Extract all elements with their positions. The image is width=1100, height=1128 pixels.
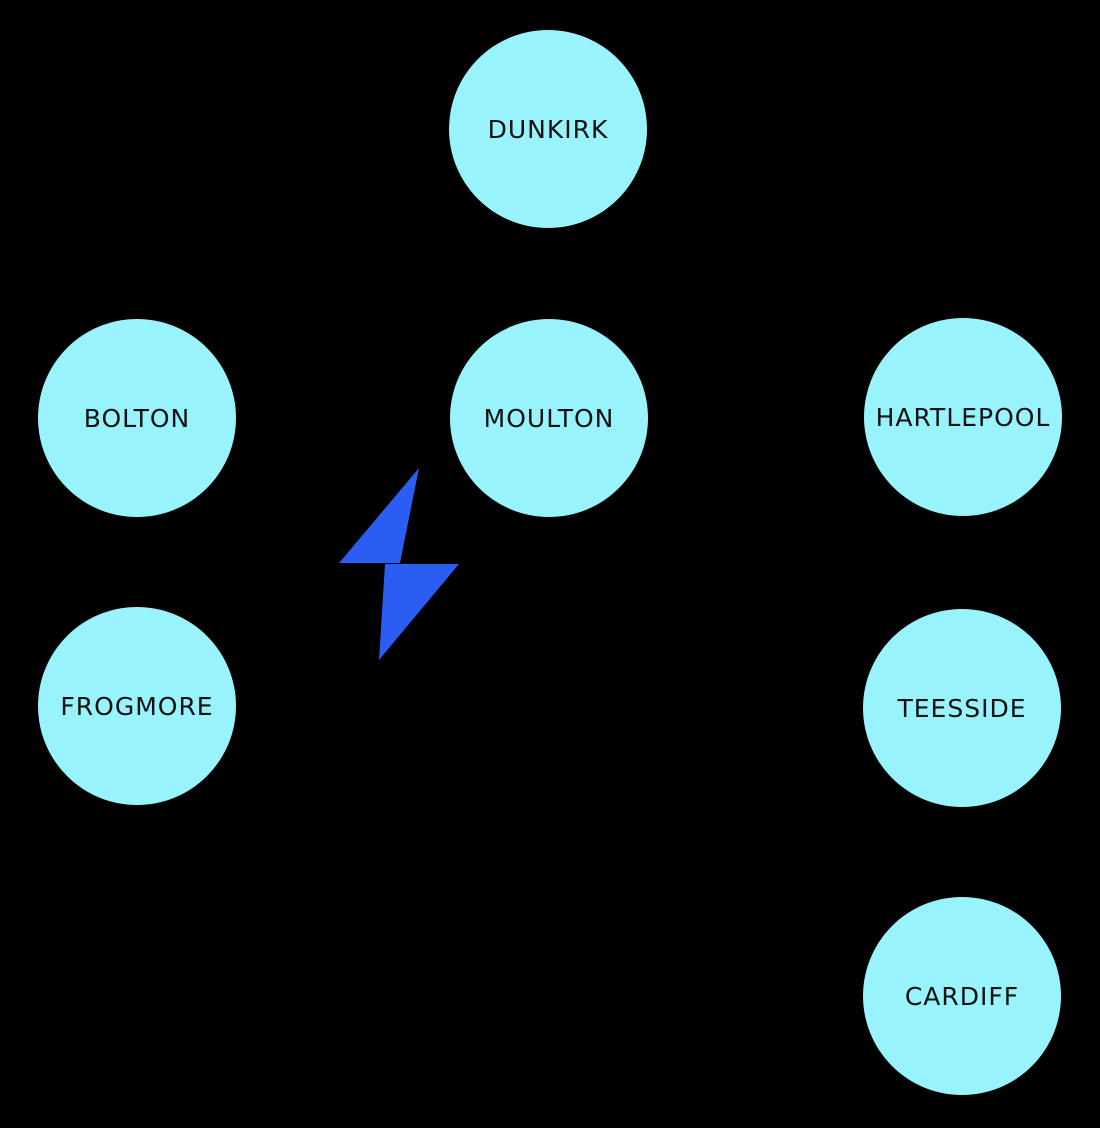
- node-label-bolton: BOLTON: [83, 403, 191, 433]
- node-cardiff: CARDIFF: [863, 897, 1061, 1095]
- node-label-frogmore: FROGMORE: [60, 691, 214, 721]
- node-frogmore: FROGMORE: [38, 607, 236, 805]
- node-label-cardiff: CARDIFF: [904, 981, 1020, 1011]
- node-hartlepool: HARTLEPOOL: [864, 318, 1062, 516]
- node-label-moulton: MOULTON: [483, 403, 615, 433]
- node-dunkirk: DUNKIRK: [449, 30, 647, 228]
- node-label-teesside: TEESSIDE: [897, 693, 1027, 723]
- node-label-dunkirk: DUNKIRK: [487, 114, 609, 144]
- node-bolton: BOLTON: [38, 319, 236, 517]
- node-teesside: TEESSIDE: [863, 609, 1061, 807]
- node-moulton: MOULTON: [450, 319, 648, 517]
- node-label-hartlepool: HARTLEPOOL: [875, 402, 1051, 432]
